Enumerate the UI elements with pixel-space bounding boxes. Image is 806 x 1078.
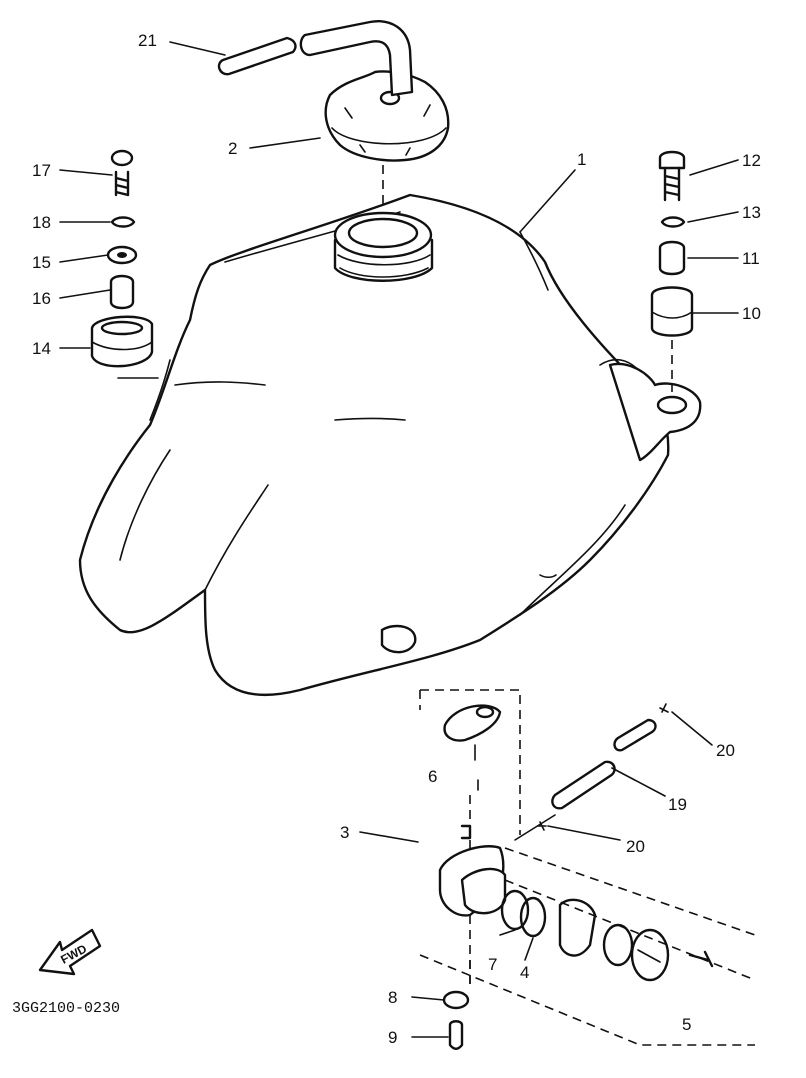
drawing-code: 3GG2100-0230 bbox=[12, 1000, 120, 1017]
leader-lines bbox=[59, 41, 739, 1038]
callout-9: 9 bbox=[388, 1028, 397, 1047]
callout-18: 18 bbox=[32, 213, 51, 232]
callout-12: 12 bbox=[742, 151, 761, 170]
callout-16: 16 bbox=[32, 289, 51, 308]
callout-10: 10 bbox=[742, 304, 761, 323]
fuel-tank bbox=[78, 193, 702, 696]
callout-8: 8 bbox=[388, 988, 397, 1007]
callout-21: 21 bbox=[138, 31, 157, 50]
callout-labels: 21 2 1 17 18 15 16 14 12 13 11 10 6 3 7 … bbox=[32, 31, 761, 1047]
callout-1: 1 bbox=[577, 150, 586, 169]
callout-11: 11 bbox=[742, 249, 760, 268]
callout-2: 2 bbox=[228, 139, 237, 158]
callout-3: 3 bbox=[340, 823, 349, 842]
fuel-cap bbox=[324, 70, 450, 205]
callout-20-upper: 20 bbox=[716, 741, 735, 760]
fuel-cock-assembly bbox=[419, 689, 756, 1050]
right-mount-hardware bbox=[650, 150, 694, 337]
callout-7: 7 bbox=[488, 955, 497, 974]
callout-15: 15 bbox=[32, 253, 51, 272]
forward-arrow: FWD bbox=[38, 928, 102, 976]
callout-6: 6 bbox=[428, 767, 437, 786]
callout-20-lower: 20 bbox=[626, 837, 645, 856]
callout-17: 17 bbox=[32, 161, 51, 180]
breather-hose bbox=[217, 20, 414, 97]
callout-19: 19 bbox=[668, 795, 687, 814]
callout-13: 13 bbox=[742, 203, 761, 222]
left-mount-hardware bbox=[90, 149, 159, 379]
callout-4: 4 bbox=[520, 963, 529, 982]
callout-14: 14 bbox=[32, 339, 51, 358]
callout-5: 5 bbox=[682, 1015, 691, 1034]
